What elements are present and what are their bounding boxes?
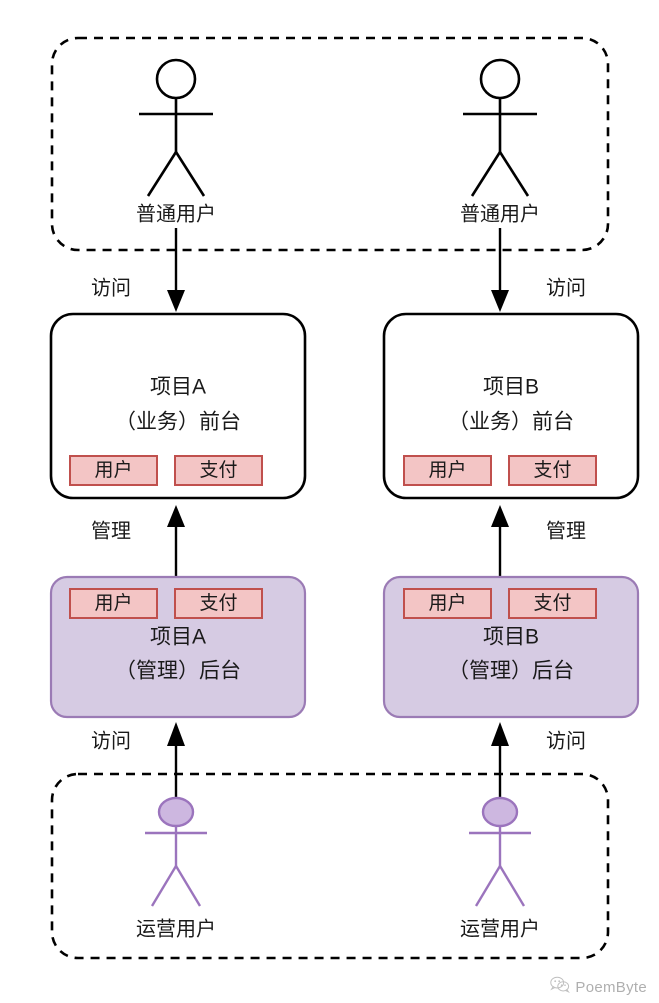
front-box-a-title-line1: 项目A xyxy=(150,376,206,399)
edge-access-top-b-label: 访问 xyxy=(546,276,586,299)
back-box-b-title-line1: 项目B xyxy=(483,626,539,649)
edge-access-bottom-b xyxy=(491,722,509,805)
actor-bottom-a xyxy=(145,796,207,907)
front-box-b-tag-1[interactable] xyxy=(508,455,597,486)
edge-manage-b xyxy=(491,505,509,577)
front-box-b-title-line2: （业务）前台 xyxy=(448,411,574,434)
front-box-a-title-line2: （业务）前台 xyxy=(115,411,241,434)
back-box-a-title-line2: （管理）后台 xyxy=(115,660,241,683)
back-box-a-tag-1-label: 支付 xyxy=(199,592,237,614)
back-box-b-tag-1-label: 支付 xyxy=(533,592,571,614)
actor-bottom-b-label: 运营用户 xyxy=(460,917,540,940)
actor-top-b-label: 普通用户 xyxy=(460,202,540,225)
front-box-a[interactable] xyxy=(49,312,307,500)
watermark-text: PoemByte xyxy=(575,978,647,996)
group-top-actors xyxy=(50,36,610,252)
front-box-b-tag-0[interactable] xyxy=(403,455,492,486)
back-box-b-tag-1[interactable] xyxy=(508,588,597,619)
front-box-b-title-line1: 项目B xyxy=(483,376,539,399)
back-box-b-tag-0-label: 用户 xyxy=(428,592,466,614)
edge-access-bottom-b-label: 访问 xyxy=(546,729,586,752)
front-box-b-tag-1-label: 支付 xyxy=(533,459,571,481)
watermark: PoemByte xyxy=(550,976,647,998)
actor-top-a xyxy=(139,58,213,197)
edge-manage-a-label: 管理 xyxy=(91,519,131,542)
back-box-a-tag-1[interactable] xyxy=(174,588,263,619)
edge-access-bottom-a-label: 访问 xyxy=(91,729,131,752)
edge-manage-a xyxy=(167,505,185,577)
edge-access-top-a-label: 访问 xyxy=(91,276,131,299)
front-box-a-tag-0-label: 用户 xyxy=(94,459,132,481)
back-box-a-tag-0[interactable] xyxy=(69,588,158,619)
edge-access-top-b xyxy=(491,228,509,312)
front-box-b[interactable] xyxy=(382,312,640,500)
actor-bottom-b xyxy=(469,796,531,907)
edge-manage-b-label: 管理 xyxy=(546,519,586,542)
group-bottom-actors xyxy=(50,772,610,960)
wechat-icon xyxy=(550,976,571,998)
edge-access-bottom-a xyxy=(167,722,185,805)
front-box-b-tag-0-label: 用户 xyxy=(428,459,466,481)
actor-top-b xyxy=(463,58,537,197)
edge-access-top-a xyxy=(167,228,185,312)
front-box-a-tag-1-label: 支付 xyxy=(199,459,237,481)
back-box-a-tag-0-label: 用户 xyxy=(94,592,132,614)
actor-top-a-label: 普通用户 xyxy=(136,202,216,225)
front-box-a-tag-0[interactable] xyxy=(69,455,158,486)
front-box-a-tag-1[interactable] xyxy=(174,455,263,486)
back-box-a-title-line1: 项目A xyxy=(150,626,206,649)
back-box-b-tag-0[interactable] xyxy=(403,588,492,619)
actor-bottom-a-label: 运营用户 xyxy=(136,917,216,940)
back-box-b-title-line2: （管理）后台 xyxy=(448,660,574,683)
